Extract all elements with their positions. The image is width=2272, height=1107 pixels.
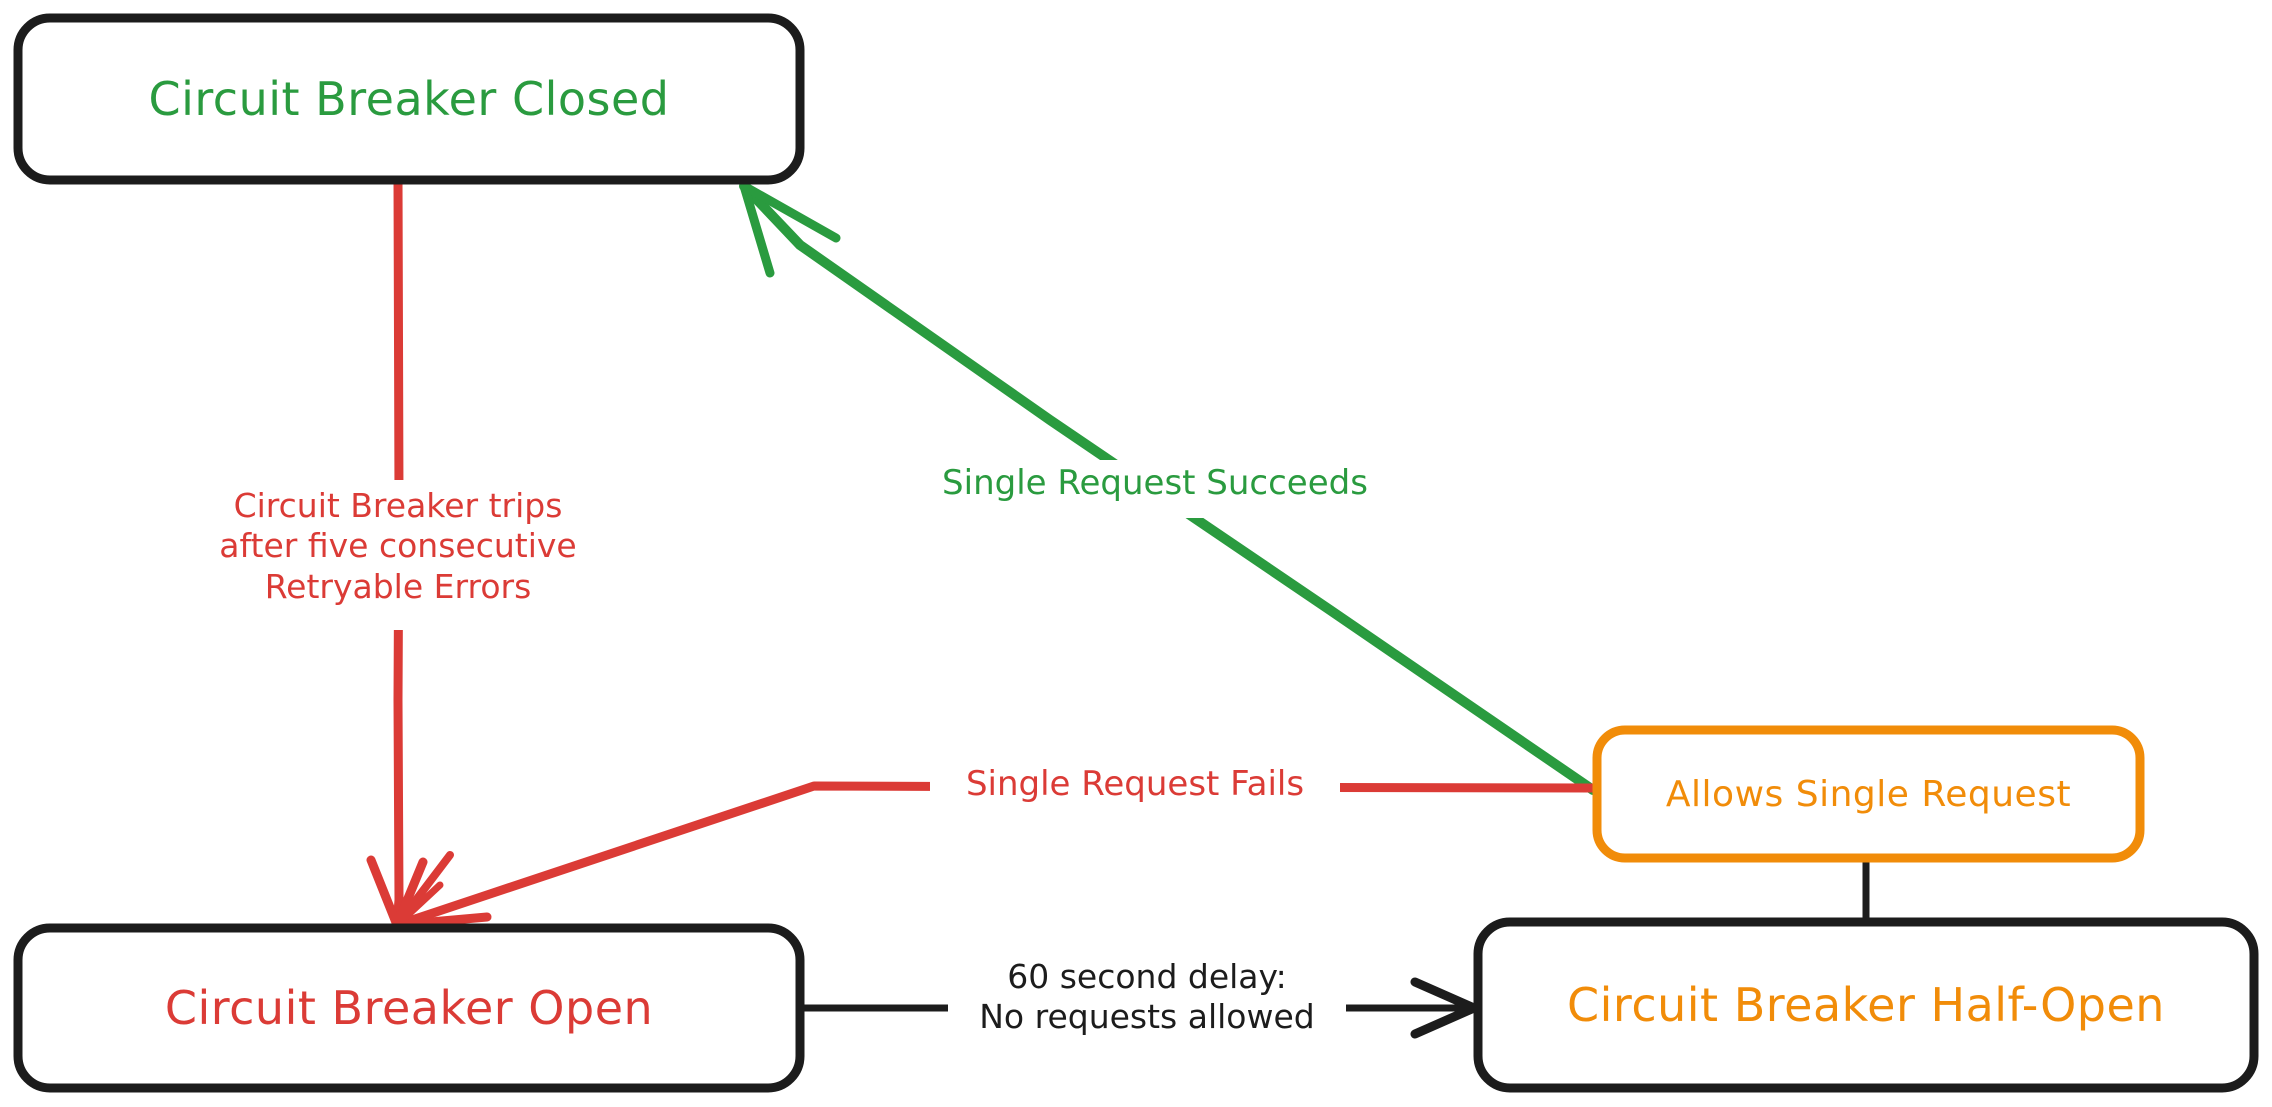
node-circuit-breaker-open[interactable]	[13, 923, 805, 1093]
edge-label-bg-allows-to-open	[930, 761, 1340, 813]
edge-allows-to-closed	[739, 181, 1598, 795]
edge-label-bg-open-to-half-open	[948, 955, 1346, 1059]
node-circuit-breaker-half-open[interactable]	[1473, 917, 2259, 1093]
edge-label-bg-closed-to-open	[172, 480, 624, 630]
edge-label-bg-allows-to-closed	[905, 460, 1405, 518]
node-allows-single-request[interactable]	[1592, 725, 2145, 863]
node-circuit-breaker-closed[interactable]	[13, 13, 805, 185]
